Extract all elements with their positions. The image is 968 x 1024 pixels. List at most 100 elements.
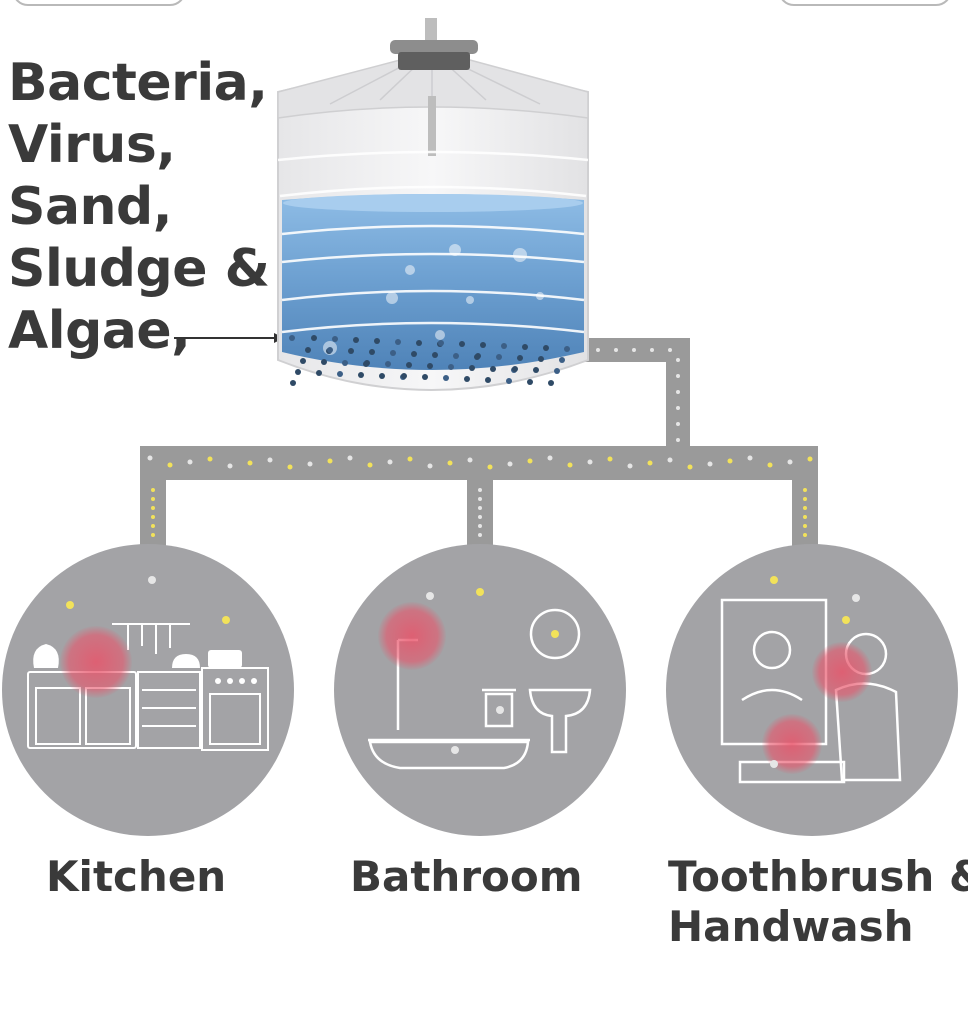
germ-speck: [501, 343, 507, 349]
germ-speck: [607, 456, 613, 462]
germ-speck: [747, 455, 753, 461]
mirror-hotspot: [812, 642, 872, 702]
germ-speck: [512, 366, 518, 372]
germ-speck: [522, 344, 528, 350]
germ-speck: [490, 366, 496, 372]
germ-speck: [353, 337, 359, 343]
germ-speck: [151, 497, 155, 501]
contaminant-sludge: Sludge &: [8, 239, 270, 299]
germ-speck: [538, 356, 544, 362]
germ-speck: [667, 457, 673, 463]
label-toothbrush-line1: Toothbrush &: [668, 852, 968, 901]
germ-speck: [467, 457, 473, 463]
germ-speck: [485, 377, 491, 383]
germ-speck: [803, 497, 807, 501]
germ-speck: [587, 459, 593, 465]
germ-speck: [369, 349, 375, 355]
germ-speck: [387, 459, 393, 465]
kitchen-scene: [2, 544, 294, 836]
germ-speck: [411, 351, 417, 357]
germ-speck: [327, 458, 333, 464]
germ-speck: [464, 376, 470, 382]
germ-speck: [438, 340, 444, 346]
germ-speck: [207, 456, 213, 462]
germ-speck: [533, 367, 539, 373]
germ-speck: [564, 346, 570, 352]
pipe-branch-kitchen: [140, 446, 166, 546]
germ-speck: [316, 370, 322, 376]
germ-speck: [151, 524, 155, 528]
germ-speck: [507, 461, 513, 467]
label-kitchen: Kitchen: [46, 852, 227, 901]
toothbrush-circle: [666, 544, 958, 836]
germ-speck: [647, 460, 653, 466]
germ-speck: [307, 461, 313, 467]
germ-speck: [517, 355, 523, 361]
germ-speck: [390, 350, 396, 356]
germ-speck: [300, 358, 306, 364]
germ-speck: [227, 463, 233, 469]
germ-speck: [676, 390, 680, 394]
germ-speck: [803, 506, 807, 510]
germ-speck: [451, 746, 459, 754]
germ-speck: [459, 341, 465, 347]
germ-speck: [247, 460, 253, 466]
germ-speck: [627, 463, 633, 469]
germ-speck: [406, 362, 412, 368]
germ-speck: [289, 335, 295, 341]
germ-speck: [614, 348, 618, 352]
germ-speck: [770, 576, 778, 584]
bathroom-hotspot: [378, 602, 446, 670]
germ-speck: [151, 488, 155, 492]
germ-speck: [527, 458, 533, 464]
germ-speck: [295, 369, 301, 375]
germ-speck: [676, 406, 680, 410]
germ-speck: [596, 348, 600, 352]
germ-speck: [551, 630, 559, 638]
germ-speck: [476, 588, 484, 596]
germ-speck: [506, 378, 512, 384]
germ-speck: [496, 706, 504, 714]
scene-germs: [66, 576, 860, 768]
germ-speck: [407, 456, 413, 462]
germ-speck: [385, 361, 391, 367]
germ-speck: [311, 335, 317, 341]
pipe-germs: [147, 348, 813, 537]
germ-speck: [676, 422, 680, 426]
germ-speck: [803, 533, 807, 537]
germ-speck: [475, 353, 481, 359]
germ-speck: [305, 347, 311, 353]
contaminant-bacteria: Bacteria,: [8, 53, 268, 113]
germ-speck: [364, 360, 370, 366]
germ-speck: [803, 488, 807, 492]
germ-speck: [147, 455, 153, 461]
germ-speck: [852, 594, 860, 602]
germ-speck: [478, 533, 482, 537]
toothbrush-scene: [666, 544, 958, 836]
germ-speck: [416, 340, 422, 346]
germ-speck: [347, 455, 353, 461]
germ-speck: [676, 374, 680, 378]
germ-speck: [676, 438, 680, 442]
germ-speck: [148, 576, 156, 584]
germ-speck: [432, 352, 438, 358]
germ-speck: [548, 380, 554, 386]
germ-speck: [543, 345, 549, 351]
germ-speck: [321, 359, 327, 365]
germ-speck: [290, 380, 296, 386]
germ-speck: [559, 357, 565, 363]
germ-speck: [427, 463, 433, 469]
germ-speck: [342, 360, 348, 366]
germ-speck: [807, 456, 813, 462]
germ-speck: [632, 348, 636, 352]
germ-speck: [327, 347, 333, 353]
germ-speck: [478, 497, 482, 501]
contaminant-list: Bacteria, Virus, Sand, Sludge & Algae,: [8, 52, 278, 362]
germ-speck: [803, 524, 807, 528]
germ-speck: [496, 354, 502, 360]
germ-speck: [527, 379, 533, 385]
germ-speck: [151, 515, 155, 519]
germ-speck: [469, 365, 475, 371]
germ-speck: [337, 371, 343, 377]
